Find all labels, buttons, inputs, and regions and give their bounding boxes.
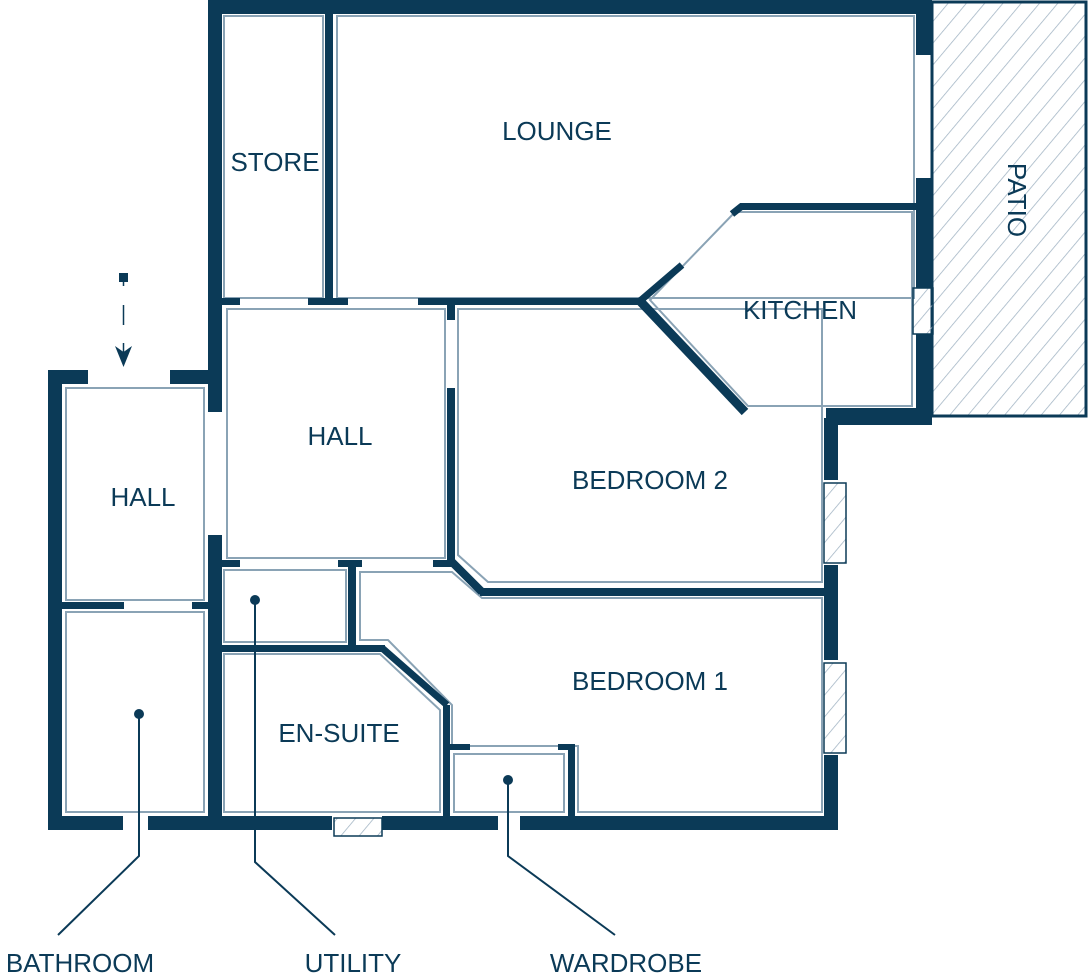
callout-bathroom xyxy=(57,709,144,936)
room-label-bedroom2: BEDROOM 2 xyxy=(572,465,728,495)
angled-walls xyxy=(379,203,749,708)
room-label-ensuite: EN-SUITE xyxy=(278,718,399,748)
callout-label-bathroom: BATHROOM xyxy=(6,948,154,976)
callout-label-utility: UTILITY xyxy=(305,948,402,976)
room-label-patio: PATIO xyxy=(1002,163,1032,237)
callout-label-wardrobe: WARDROBE xyxy=(550,948,702,976)
room-outlines xyxy=(65,15,915,813)
windows xyxy=(333,287,934,837)
callout-wardrobe xyxy=(503,775,616,936)
room-label-store: STORE xyxy=(230,147,319,177)
walls xyxy=(48,0,932,830)
room-label-lounge: LOUNGE xyxy=(502,116,612,146)
room-label-bedroom1: BEDROOM 1 xyxy=(572,666,728,696)
window-bedroom2 xyxy=(823,482,847,564)
window-kitchen xyxy=(912,287,934,335)
room-label-hall-entry: HALL xyxy=(110,482,175,512)
callout-utility xyxy=(250,595,336,936)
arrow-down-icon xyxy=(115,273,132,367)
patio xyxy=(930,0,1088,418)
room-label-hall-main: HALL xyxy=(307,421,372,451)
window-ensuite xyxy=(333,817,383,837)
room-label-kitchen: KITCHEN xyxy=(743,295,857,325)
window-bedroom1 xyxy=(823,662,847,754)
